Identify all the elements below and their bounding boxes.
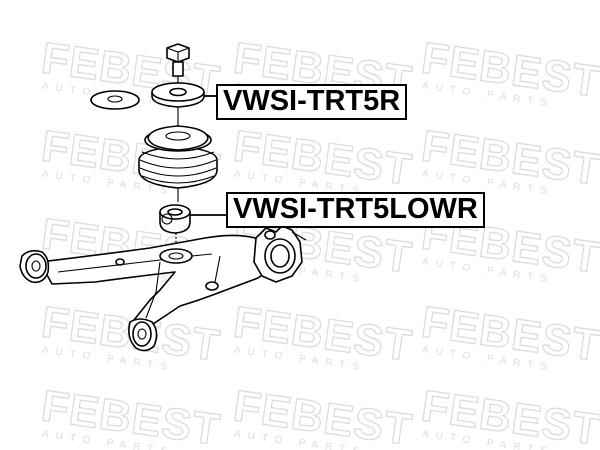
coil-spring	[138, 107, 218, 189]
control-arm	[19, 225, 307, 352]
lower-bushing	[159, 188, 191, 234]
upper-bushing	[151, 82, 205, 108]
part-number-label-upper: VWSI-TRT5R	[216, 84, 408, 120]
part-number-label-lower: VWSI-TRT5LOWR	[226, 192, 485, 228]
washer	[90, 90, 140, 110]
